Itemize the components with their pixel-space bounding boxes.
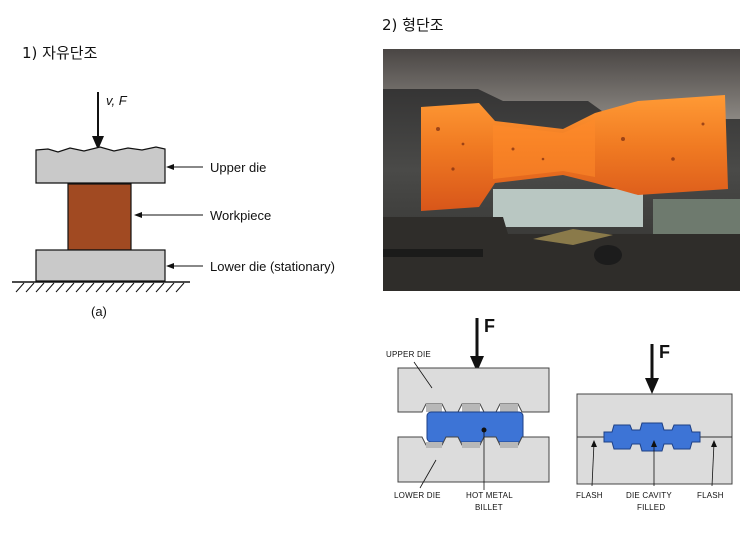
force-label: v, F <box>106 93 127 108</box>
lower-die <box>35 249 166 282</box>
upper-die <box>35 146 166 184</box>
billet-caption-2: BILLET <box>475 503 503 512</box>
billet-caption-1: HOT METAL <box>466 491 513 500</box>
cavity-caption-2: FILLED <box>637 503 666 512</box>
lower-die-caption: LOWER DIE <box>394 491 441 500</box>
closed-die-open-state <box>397 318 550 490</box>
figure-label: (a) <box>91 304 107 319</box>
workpiece-label: Workpiece <box>210 208 272 223</box>
flash-left-caption: FLASH <box>576 491 603 500</box>
flash-right-caption: FLASH <box>697 491 724 500</box>
closed-die-filled-state <box>576 344 733 487</box>
hot-metal-billet <box>426 411 524 443</box>
upper-die-label: Upper die <box>210 160 267 175</box>
ground-hatch <box>15 282 185 293</box>
closed-die-title: 2) 형단조 <box>382 16 444 34</box>
closed-force-label-1: F <box>484 316 495 336</box>
open-die-title: 1) 자유단조 <box>22 44 98 62</box>
forging-photo <box>383 49 740 291</box>
lower-die-label: Lower die (stationary) <box>210 259 335 274</box>
closed-force-label-2: F <box>659 342 670 362</box>
cavity-caption-1: DIE CAVITY <box>626 491 672 500</box>
force-arrowhead <box>92 136 104 150</box>
workpiece <box>67 183 132 251</box>
upper-die-caption: UPPER DIE <box>386 350 431 359</box>
filled-cavity <box>603 422 701 452</box>
